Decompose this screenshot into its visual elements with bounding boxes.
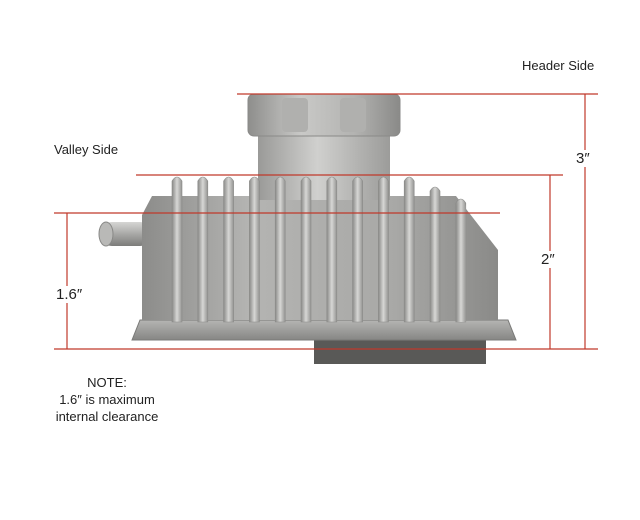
cooling-fin <box>223 176 234 323</box>
valley-side-label: Valley Side <box>54 142 119 157</box>
filler-cap-notch <box>282 98 308 132</box>
cooling-fin <box>403 176 415 323</box>
cooling-fin <box>171 176 183 323</box>
clearance-note: NOTE: 1.6″ is maximum internal clearance <box>40 374 174 425</box>
dimension-valley-side: 1.6″ <box>54 286 85 303</box>
cooling-fin <box>429 186 441 323</box>
gasket-rail <box>314 340 486 364</box>
dimension-header-side: 2″ <box>539 251 557 268</box>
cooling-fin <box>352 176 363 323</box>
cooling-fin <box>378 176 389 323</box>
note-line: internal clearance <box>55 409 159 424</box>
cooling-fin <box>326 176 338 323</box>
note-heading: NOTE: <box>87 375 127 390</box>
dimension-lines <box>54 93 598 350</box>
cooling-fin <box>456 201 466 322</box>
cooling-fin <box>274 176 286 323</box>
header-side-label: Header Side <box>522 58 595 73</box>
cooling-fin <box>197 176 209 323</box>
dimension-overall: 3″ <box>574 150 592 167</box>
cover-body <box>142 196 498 320</box>
cooling-fin <box>300 176 312 323</box>
cover-flange <box>131 319 517 341</box>
breather-tube <box>100 222 152 246</box>
filler-cap <box>247 93 401 137</box>
breather-tube-end <box>98 221 114 247</box>
filler-cap-notch <box>340 98 366 132</box>
cooling-fin <box>249 176 260 323</box>
note-line: 1.6″ is maximum <box>59 392 155 407</box>
